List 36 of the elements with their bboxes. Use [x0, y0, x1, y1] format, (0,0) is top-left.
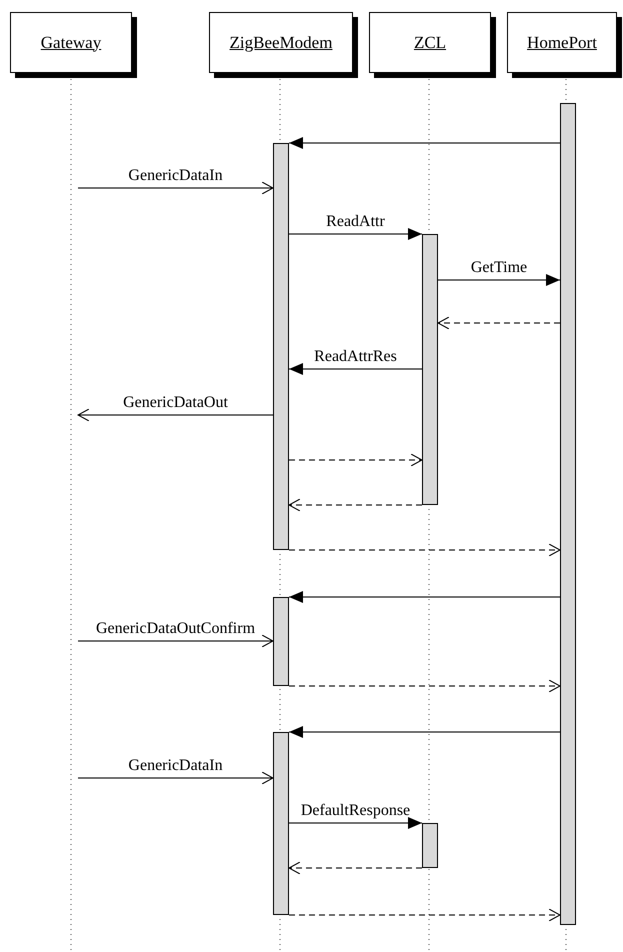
message-label: GenericDataOut: [123, 394, 228, 412]
message-label: GenericDataIn: [128, 167, 223, 185]
message-arrow: [78, 634, 274, 648]
activation-bar: [560, 103, 576, 925]
message-arrow: [438, 274, 560, 286]
activation-bar: [273, 143, 289, 550]
participant-name: ZCL: [414, 32, 446, 52]
message-arrow: [78, 772, 274, 784]
message-arrow: [288, 137, 560, 149]
message-label: GenericDataIn: [128, 757, 223, 775]
activation-bar: [273, 732, 289, 915]
message-arrow: [78, 182, 274, 194]
message-arrow: [288, 228, 422, 240]
return-arrow: [288, 908, 560, 922]
message-label: ReadAttrRes: [314, 348, 397, 366]
return-arrow: [288, 454, 422, 466]
activation-bar: [273, 597, 289, 686]
message-arrow: [288, 591, 560, 603]
participant-name: HomePort: [527, 32, 597, 52]
return-arrow: [288, 498, 422, 512]
message-label: GetTime: [470, 259, 528, 277]
return-arrow: [288, 862, 422, 874]
message-arrow: [78, 408, 274, 422]
message-label: ReadAttr: [326, 213, 385, 231]
return-arrow: [288, 680, 560, 692]
message-arrow: [288, 817, 422, 829]
message-label: DefaultResponse: [300, 802, 410, 820]
message-arrow: [288, 363, 422, 375]
activation-bar: [422, 823, 438, 868]
activation-bar: [422, 234, 438, 505]
message-arrow: [288, 726, 560, 738]
return-arrow: [288, 544, 560, 556]
return-arrow: [438, 316, 560, 330]
participant-name: ZigBeeModem: [230, 32, 332, 52]
participant-name: Gateway: [40, 32, 102, 52]
message-label: GenericDataOutConfirm: [96, 620, 256, 638]
